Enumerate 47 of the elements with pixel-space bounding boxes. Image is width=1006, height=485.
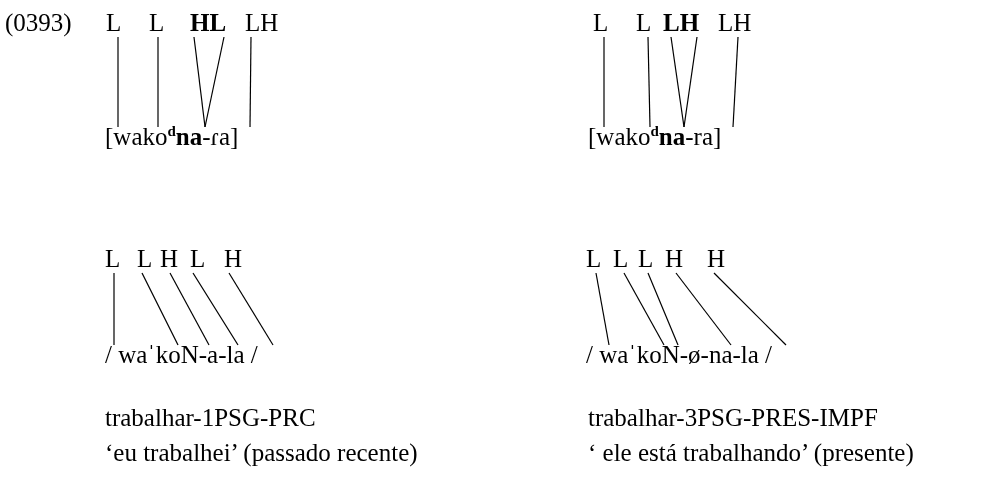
tone-letter: LH bbox=[663, 10, 700, 35]
tone-letter: H bbox=[160, 246, 179, 271]
association-line bbox=[670, 36, 685, 128]
segmental-transcription: [wako$^{d}$na-ɾa] bbox=[105, 124, 239, 149]
tone-letter: L bbox=[190, 246, 206, 271]
tone-letter: HL bbox=[190, 10, 227, 35]
segmental-transcription: / waˈkoN-a-la / bbox=[105, 342, 258, 367]
association-line bbox=[713, 272, 787, 346]
association-line bbox=[157, 36, 159, 128]
segmental-transcription: [wako$^{d}$na-ra] bbox=[588, 124, 722, 149]
gloss-text: trabalhar-1PSG-PRC bbox=[105, 405, 316, 430]
association-line bbox=[228, 272, 274, 346]
association-line bbox=[675, 272, 732, 346]
association-line bbox=[117, 36, 119, 128]
tone-letter: L bbox=[586, 246, 602, 271]
association-line bbox=[732, 36, 739, 128]
association-line bbox=[113, 272, 115, 346]
association-line bbox=[623, 272, 665, 346]
tone-letter: L bbox=[105, 246, 121, 271]
tone-letter: L bbox=[613, 246, 629, 271]
tone-letter: L bbox=[137, 246, 153, 271]
association-line bbox=[204, 36, 225, 128]
segmental-transcription: / waˈkoN-ø-na-la / bbox=[586, 342, 773, 367]
tone-letter: L bbox=[638, 246, 654, 271]
translation-text: ‘ ele está trabalhando’ (presente) bbox=[588, 440, 914, 465]
tone-letter: L bbox=[149, 10, 165, 35]
tone-letter: H bbox=[707, 246, 726, 271]
association-line bbox=[683, 36, 698, 128]
gloss-text: trabalhar-3PSG-PRES-IMPF bbox=[588, 405, 878, 430]
association-line bbox=[192, 272, 239, 346]
association-line bbox=[603, 36, 605, 128]
tone-letter: L bbox=[636, 10, 652, 35]
association-line bbox=[249, 36, 252, 128]
association-line bbox=[647, 36, 651, 128]
association-line bbox=[193, 36, 206, 128]
translation-text: ‘eu trabalhei’ (passado recente) bbox=[105, 440, 418, 465]
association-line bbox=[141, 272, 179, 346]
tone-letter: H bbox=[665, 246, 684, 271]
association-line bbox=[595, 272, 610, 346]
tone-letter: L bbox=[593, 10, 609, 35]
association-line bbox=[647, 272, 679, 346]
tone-letter: H bbox=[224, 246, 243, 271]
tone-letter: LH bbox=[245, 10, 279, 35]
example-number: (0393) bbox=[5, 10, 72, 35]
tone-letter: L bbox=[106, 10, 122, 35]
association-line bbox=[169, 272, 210, 346]
tone-letter: LH bbox=[718, 10, 752, 35]
